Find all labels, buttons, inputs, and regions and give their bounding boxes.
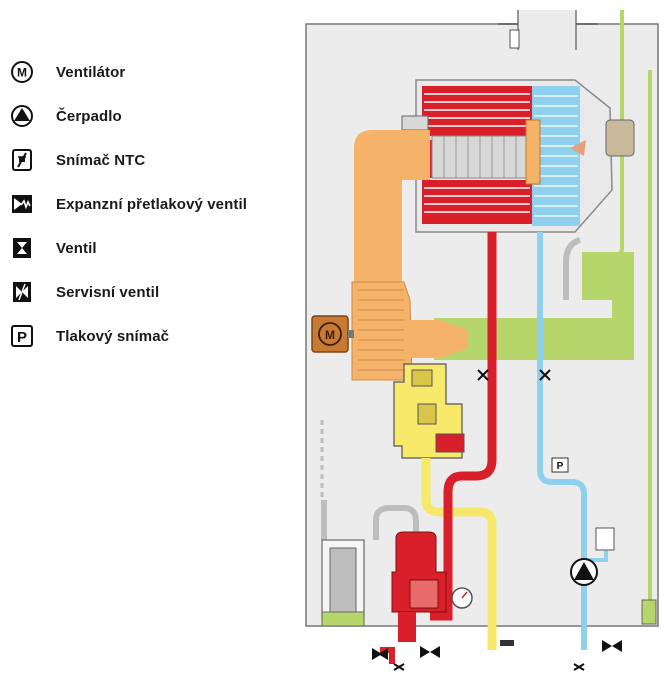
gas-valve-coil — [436, 434, 464, 452]
drain-trap-right — [642, 600, 656, 624]
air-vent — [596, 528, 614, 550]
ignition-electrode — [402, 116, 428, 130]
fan-motor-letter: M — [325, 328, 335, 342]
burner-head — [526, 120, 540, 184]
burner — [432, 136, 536, 178]
fan-housing — [352, 282, 412, 380]
flue-sensor — [510, 30, 519, 48]
siphon-drain — [322, 612, 364, 626]
inspection-window — [606, 120, 634, 156]
gas-cap — [500, 640, 514, 646]
pump-outlet — [398, 612, 416, 642]
svg-text:P: P — [557, 461, 564, 472]
flue-top — [518, 10, 576, 50]
